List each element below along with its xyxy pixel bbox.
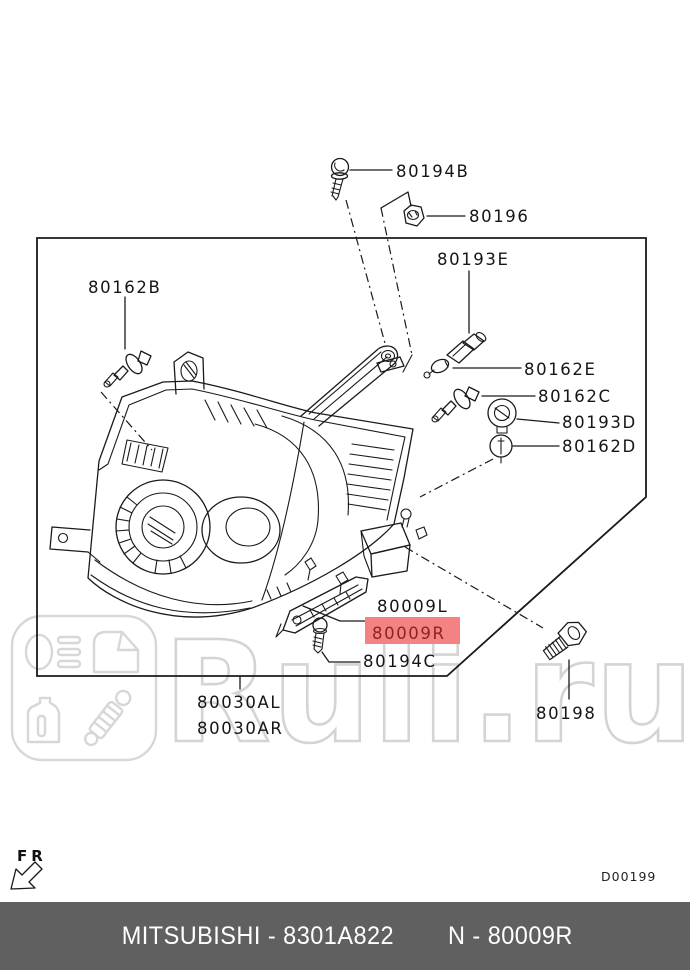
part-label-80162B[interactable]: 80162B [88,278,161,297]
assembly-line-80162D [419,458,494,498]
leader-80009 [302,605,369,622]
part-label-80194C[interactable]: 80194C [363,652,437,671]
assembly-line-80162B [100,391,153,451]
bulb-icon-80162C [431,386,480,423]
bolt-icon-80198 [542,621,587,661]
screw-icon-80194C [312,617,328,654]
part-label-80198[interactable]: 80198 [536,704,597,723]
exploded-view-diagram: 80194B 80196 80193E 80162E [10,157,656,890]
drawing-code: D00199 [601,869,656,884]
part-label-80009L[interactable]: 80009L [377,597,448,616]
bulb-icon-80193E [446,332,487,364]
bulb-icon-80162E [423,358,450,379]
car-door-icon [92,630,140,674]
assembly-line-80196-end [402,354,413,373]
leader-80194C [321,651,361,663]
shock-absorber-icon [84,689,132,747]
part-label-80030AR[interactable]: 80030AR [197,719,283,738]
part-label-80196[interactable]: 80196 [469,207,530,226]
front-direction-label: FR [17,847,47,865]
watermark-logo [10,614,158,762]
bent-leader-80196 [380,191,412,209]
assembly-line-80194B [345,199,387,348]
screw-icon-80194B [330,157,350,201]
socket-icon-80193D [487,398,517,434]
bracket-icon-80009 [275,576,369,638]
part-label-80162D[interactable]: 80162D [562,437,637,456]
leader-80193D [516,418,560,424]
highlight-80009R [365,617,460,644]
part-label-80162E[interactable]: 80162E [524,360,597,379]
nut-icon-80196 [403,204,425,227]
bulb-icon-80162D [489,434,513,464]
part-label-80193D[interactable]: 80193D [562,413,637,432]
part-label-80162C[interactable]: 80162C [538,387,612,406]
footer-part-ref: N - 80009R [448,921,574,950]
bulb-icon-80162B [103,350,152,388]
part-label-80009R-selected[interactable]: 80009R [372,624,446,643]
part-label-80194B[interactable]: 80194B [396,162,469,181]
oil-canister-icon [26,696,61,744]
assembly-line-80198 [404,546,544,629]
headlamp-unit-drawing [49,345,428,618]
watermark-logo-frame [10,614,158,762]
front-direction-arrow-icon [10,861,43,890]
footer-brand-part: MITSUBISHI - 8301A822 [121,921,394,950]
part-label-80193E[interactable]: 80193E [437,250,510,269]
assembly-line-80196 [380,207,413,356]
headlight-icon [24,633,82,671]
footer-bar: MITSUBISHI - 8301A822 N - 80009R [0,902,690,970]
part-label-80030AL[interactable]: 80030AL [197,693,281,712]
diagram-frame [36,237,647,677]
